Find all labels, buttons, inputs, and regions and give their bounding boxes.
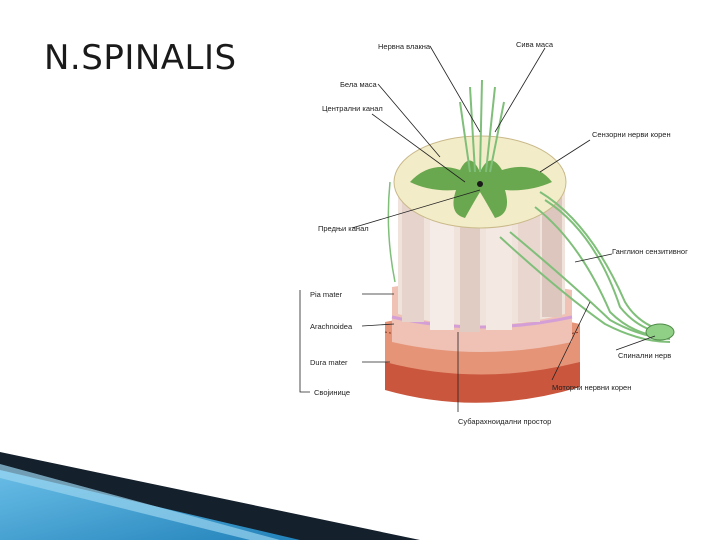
label-spinal-nerve: Спинални нерв: [618, 351, 671, 360]
label-white-matter: Бела маса: [340, 80, 378, 89]
label-anterior-fissure: Предњи канал: [318, 224, 369, 233]
label-central-canal: Централни канал: [322, 104, 383, 113]
label-vertebra: Својинице: [314, 388, 350, 397]
label-ganglion: Ганглион сензитивног корена: [612, 247, 690, 256]
label-motor-root: Моторни нервни корен: [552, 383, 631, 392]
corner-decoration: [0, 440, 420, 540]
label-subarachnoid-space: Субарахноидални простор: [458, 417, 551, 426]
label-sensory-root: Сензорни нерви корен: [592, 130, 671, 139]
label-gray-matter: Сива маса: [516, 40, 554, 49]
label-pia-mater: Pia mater: [310, 290, 343, 299]
label-arachnoidea: Arachnoidea: [310, 322, 353, 331]
spinal-cord-diagram: Нервна влакна Сива маса Бела маса Центра…: [290, 32, 690, 442]
label-dura-mater: Dura mater: [310, 358, 348, 367]
label-central-canal-text: Централни канал: [322, 104, 383, 113]
label-nerve-fibers: Нервна влакна: [378, 42, 431, 51]
slide-title: N.SPINALIS: [44, 38, 237, 78]
